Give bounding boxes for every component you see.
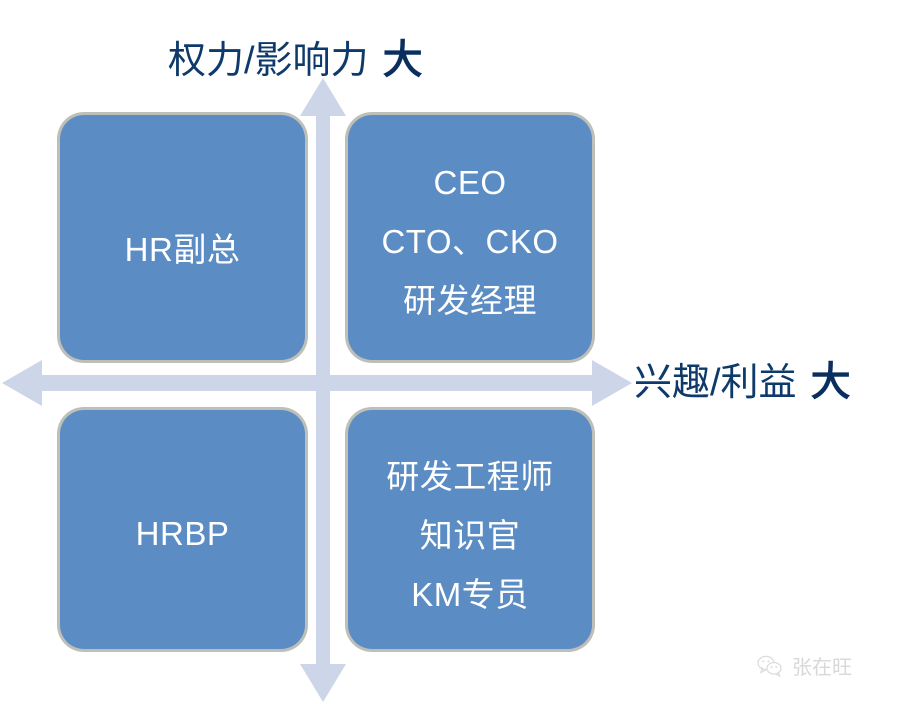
watermark: 张在旺 bbox=[757, 655, 852, 681]
quadrant-bottom-left-labels: HRBP bbox=[136, 504, 230, 563]
quadrant-label: 知识官 bbox=[419, 517, 521, 554]
quadrant-top-left-labels: HR副总 bbox=[125, 220, 241, 279]
wechat-icon bbox=[757, 655, 783, 681]
quadrant-top-right-labels: CEO CTO、CKO 研发经理 bbox=[381, 153, 558, 330]
quadrant-label: HRBP bbox=[135, 515, 230, 552]
horizontal-axis-label: 兴趣/利益大 bbox=[634, 362, 851, 402]
quadrant-label: KM专员 bbox=[411, 576, 529, 613]
quadrant-label: CEO bbox=[433, 164, 507, 201]
quadrant-bottom-left[interactable]: HRBP bbox=[60, 410, 305, 649]
vertical-axis-label: 权力/影响力大 bbox=[168, 40, 423, 80]
horizontal-axis-arrow bbox=[0, 356, 634, 410]
quadrant-top-right[interactable]: CEO CTO、CKO 研发经理 bbox=[348, 115, 592, 360]
quadrant-bottom-right[interactable]: 研发工程师 知识官 KM专员 bbox=[348, 410, 592, 649]
quadrant-label: CTO、CKO bbox=[381, 223, 559, 260]
vertical-axis-label-text: 权力/影响力 bbox=[168, 40, 369, 82]
horizontal-axis-label-text: 兴趣/利益 bbox=[634, 362, 797, 404]
watermark-text: 张在旺 bbox=[792, 657, 852, 679]
vertical-axis-label-emphasis: 大 bbox=[382, 38, 423, 82]
quadrant-label: 研发工程师 bbox=[386, 458, 554, 495]
quadrant-bottom-right-labels: 研发工程师 知识官 KM专员 bbox=[386, 447, 554, 624]
quadrant-label: 研发经理 bbox=[402, 282, 537, 319]
quadrant-label: HR副总 bbox=[124, 231, 241, 268]
horizontal-axis-label-emphasis: 大 bbox=[810, 360, 851, 404]
quadrant-top-left[interactable]: HR副总 bbox=[60, 115, 305, 360]
